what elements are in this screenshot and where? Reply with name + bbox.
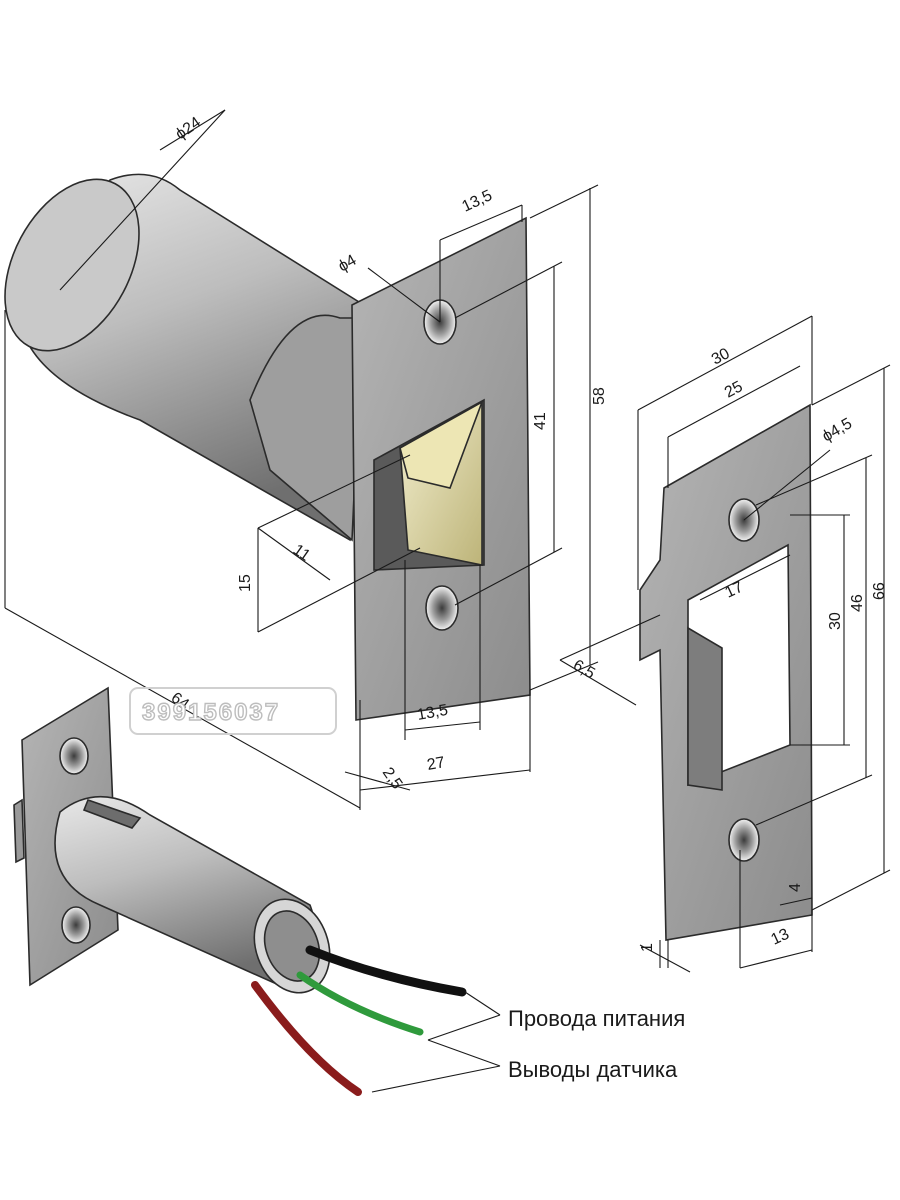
black-wire [305, 945, 467, 997]
wire-labels: Провода питания Выводы датчика [508, 1006, 685, 1082]
dim-faceplate-width: 27 [426, 754, 447, 774]
sensor-leads-label: Выводы датчика [508, 1057, 678, 1082]
dim-strike-lip-offset: 6,5 [570, 657, 598, 683]
green-wire [296, 971, 424, 1036]
dim-faceplate-width-top: 13,5 [460, 187, 495, 216]
dim-plate-thickness: 2,5 [379, 765, 406, 793]
dim-hole-diameter: ϕ4 [336, 252, 360, 276]
dimension-labels: ϕ24 ϕ4 13,5 58 41 11 15 64 13,5 2,5 27 3… [168, 114, 888, 952]
strike-dimension-lines [559, 315, 891, 973]
red-wire [251, 981, 362, 1096]
wires [251, 945, 501, 1096]
dim-strike-opening-width: 17 [723, 579, 746, 602]
dim-hole-spacing: 41 [532, 412, 549, 430]
latch-dimension-lines [4, 109, 599, 810]
dim-strike-width: 30 [709, 345, 733, 368]
dim-latch-offset: 13,5 [416, 702, 450, 724]
watermark-text: 399156037 [142, 699, 280, 726]
dim-strike-thickness: 1 [639, 943, 656, 952]
dim-latch-depth: 11 [290, 541, 313, 565]
dim-strike-hole-offset: 13 [769, 926, 792, 949]
dim-strike-edge: 4 [787, 883, 804, 892]
dim-strike-inner-width: 25 [722, 378, 746, 401]
dim-strike-hole-spacing: 46 [849, 594, 866, 612]
dim-strike-opening-height: 30 [827, 612, 844, 630]
watermark: 399156037 [129, 687, 337, 735]
latch-rear-view [13, 686, 331, 994]
strike-bottom-hole [728, 818, 760, 862]
dim-strike-hole-diameter: ϕ4,5 [820, 415, 856, 445]
dim-faceplate-height: 58 [591, 387, 608, 405]
dim-strike-height: 66 [871, 582, 888, 600]
power-wires-label: Провода питания [508, 1006, 685, 1031]
latch-body [4, 173, 531, 721]
strike-plate [639, 403, 813, 941]
bottom-screw-hole [425, 585, 459, 631]
dim-latch-height: 15 [237, 574, 254, 592]
